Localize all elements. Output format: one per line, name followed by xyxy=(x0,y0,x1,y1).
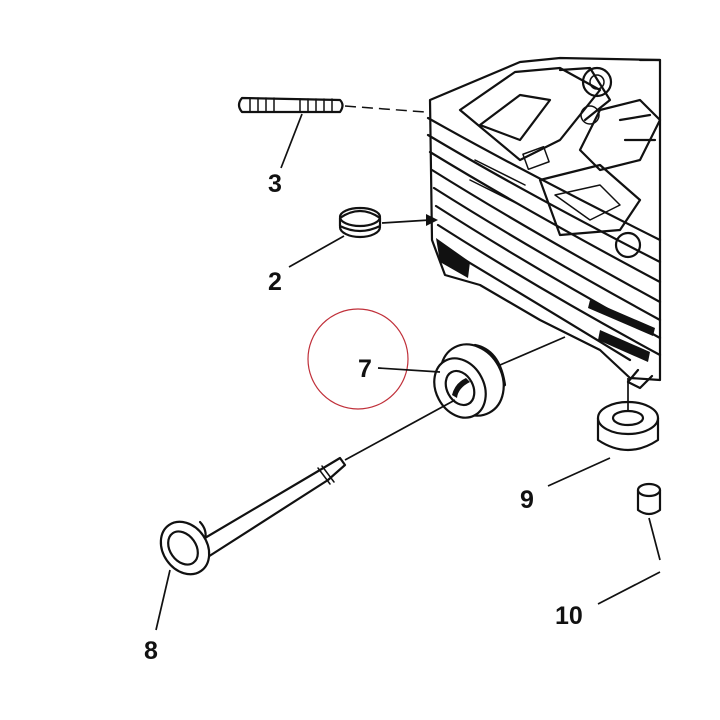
pin-part-10 xyxy=(636,482,662,561)
valve-part-8 xyxy=(159,456,347,576)
valve-seal-part-7 xyxy=(433,343,507,419)
leader-7 xyxy=(377,367,441,373)
axis-line-8 xyxy=(344,399,456,461)
label-part-2: 2 xyxy=(268,268,282,296)
leader-9 xyxy=(547,457,611,487)
washer-part-9 xyxy=(596,378,660,451)
plug-part-2 xyxy=(338,206,438,239)
label-part-10: 10 xyxy=(555,602,583,630)
label-part-9: 9 xyxy=(520,486,534,514)
label-part-8: 8 xyxy=(144,637,158,665)
highlight-circle xyxy=(307,308,409,410)
axis-line-7 xyxy=(499,336,566,366)
leader-3 xyxy=(280,113,303,169)
cylinder-head xyxy=(426,56,662,390)
leader-8 xyxy=(155,569,171,631)
label-part-3: 3 xyxy=(268,170,282,198)
leader-2 xyxy=(288,235,345,268)
leader-10 xyxy=(597,571,661,605)
stud-part-3 xyxy=(237,96,426,114)
label-part-7: 7 xyxy=(358,355,372,383)
